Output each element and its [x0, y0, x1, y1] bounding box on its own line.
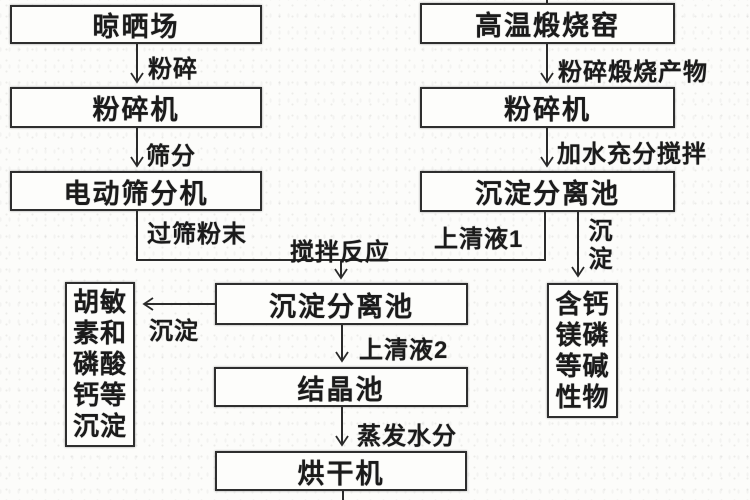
flow-box-high-temp-calcination-kiln: 高温煅烧窑: [420, 3, 675, 44]
edge-label-precipitate-right: 沉淀: [588, 218, 614, 273]
edge-label-sieving: 筛分: [146, 143, 196, 170]
flow-box-crusher-right: 粉碎机: [420, 87, 675, 128]
flow-box-calcium-magnesium-phosphorus-alkaline: 含钙镁磷等碱性物: [547, 283, 618, 418]
flow-box-sun-drying-yard: 晾晒场: [10, 5, 262, 44]
edge-label-crush-calcined-product: 粉碎煅烧产物: [558, 59, 708, 86]
flow-box-crusher-left: 粉碎机: [10, 87, 262, 128]
flow-box-humin-calcium-phosphate-precipitate: 胡敏素和磷酸钙等沉淀: [65, 282, 135, 447]
flow-box-crystallization-pool: 结晶池: [214, 367, 468, 407]
edge-label-precipitate-left: 沉淀: [149, 318, 199, 345]
edge-label-evaporate-moisture: 蒸发水分: [357, 423, 457, 450]
edge-label-stirring-reaction: 搅拌反应: [290, 239, 390, 266]
flow-box-settling-separation-pool-middle: 沉淀分离池: [215, 283, 468, 325]
edge-label-supernatant-2: 上清液2: [359, 337, 449, 364]
flow-box-settling-separation-pool-right: 沉淀分离池: [420, 171, 675, 212]
flow-box-drying-machine: 烘干机: [215, 451, 467, 491]
edge-label-crush: 粉碎: [148, 56, 198, 83]
edge-label-supernatant-1: 上清液1: [434, 226, 524, 253]
edge-label-sieved-powder: 过筛粉末: [147, 221, 247, 248]
flow-box-electric-sieving-machine: 电动筛分机: [10, 171, 262, 211]
edge-label-add-water-stir: 加水充分搅拌: [557, 141, 707, 168]
